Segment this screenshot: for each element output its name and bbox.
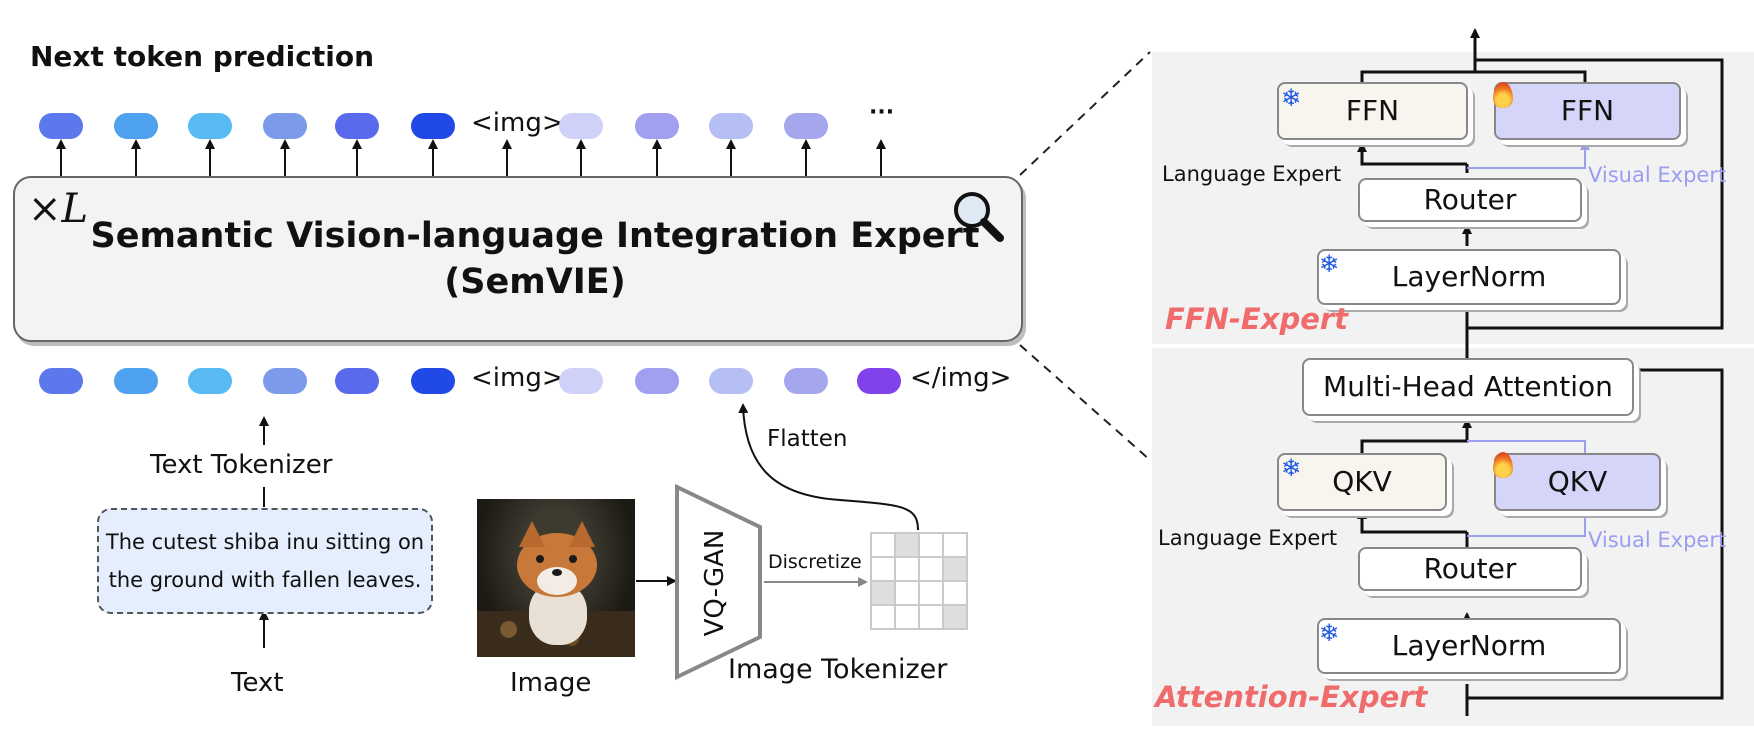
layernorm-label: LayerNorm — [1391, 260, 1547, 293]
output-token — [709, 113, 753, 139]
snowflake-icon: ❄ — [1319, 250, 1340, 278]
prompt-line1: The cutest shiba inu sitting on — [105, 530, 425, 554]
text-tokenizer-label: Text Tokenizer — [150, 450, 333, 480]
img-start-tag-output: <img> — [471, 108, 564, 138]
language-expert-label-ffn: Language Expert — [1162, 162, 1342, 186]
token-grid — [870, 532, 968, 630]
router-label: Router — [1423, 183, 1517, 216]
discretize-label: Discretize — [768, 551, 862, 573]
ffn-visual-expert: FFN — [1494, 82, 1681, 140]
snowflake-icon: ❄ — [1319, 619, 1340, 647]
repeat-label: ×L — [28, 186, 89, 232]
input-token — [335, 368, 379, 394]
image-label: Image — [510, 668, 592, 698]
layernorm-label: LayerNorm — [1391, 629, 1547, 662]
snowflake-icon: ❄ — [1281, 454, 1302, 482]
page-title: Next token prediction — [30, 40, 375, 73]
output-token — [114, 113, 158, 139]
output-token — [411, 113, 455, 139]
input-token — [559, 368, 603, 394]
shiba-image — [477, 499, 635, 657]
input-token — [784, 368, 828, 394]
ffn-label: FFN — [1560, 94, 1615, 127]
attention-expert-label: Attention-Expert — [1155, 680, 1428, 714]
input-token — [709, 368, 753, 394]
qkv-language-expert: QKV — [1277, 453, 1447, 511]
ffn-language-expert: FFN — [1277, 82, 1468, 140]
fire-icon — [1493, 82, 1513, 108]
visual-expert-label-ffn: Visual Expert — [1588, 163, 1727, 187]
output-token — [39, 113, 83, 139]
ffn-expert-label: FFN-Expert — [1165, 302, 1349, 336]
ellipsis: ··· — [869, 100, 895, 125]
snowflake-icon: ❄ — [1281, 84, 1302, 112]
end-token — [857, 368, 901, 394]
input-token — [114, 368, 158, 394]
qkv-visual-expert: QKV — [1494, 453, 1661, 511]
multi-head-attention: Multi-Head Attention — [1302, 358, 1634, 416]
visual-expert-label-attn: Visual Expert — [1588, 528, 1727, 552]
flatten-label: Flatten — [767, 426, 848, 452]
output-token — [263, 113, 307, 139]
qkv-label: QKV — [1547, 465, 1608, 498]
prompt-line2: the ground with fallen leaves. — [108, 568, 422, 592]
img-start-tag-input: <img> — [471, 363, 564, 393]
semvie-block — [13, 176, 1023, 342]
prompt-box — [97, 508, 433, 614]
fire-icon — [1493, 452, 1513, 478]
image-tokenizer-label: Image Tokenizer — [728, 654, 948, 685]
model-name-line1: Semantic Vision-language Integration Exp… — [90, 216, 980, 256]
output-token — [559, 113, 603, 139]
input-token — [635, 368, 679, 394]
output-token — [635, 113, 679, 139]
ffn-label: FFN — [1345, 94, 1400, 127]
vq-gan-label: VQ-GAN — [700, 529, 730, 637]
output-token — [188, 113, 232, 139]
model-name-line2: (SemVIE) — [444, 262, 626, 302]
layernorm-attn: LayerNorm — [1317, 618, 1621, 674]
input-token — [263, 368, 307, 394]
layernorm-ffn: LayerNorm — [1317, 249, 1621, 305]
mha-label: Multi-Head Attention — [1323, 370, 1613, 403]
router-ffn: Router — [1358, 178, 1582, 222]
magnifier-icon — [950, 188, 1006, 244]
output-token — [335, 113, 379, 139]
output-token — [784, 113, 828, 139]
qkv-label: QKV — [1332, 465, 1392, 498]
input-token — [188, 368, 232, 394]
img-end-tag: </img> — [910, 363, 1012, 393]
text-label: Text — [231, 668, 284, 698]
input-token — [411, 368, 455, 394]
router-attn: Router — [1358, 547, 1582, 591]
router-label: Router — [1423, 552, 1517, 585]
language-expert-label-attn: Language Expert — [1158, 526, 1338, 550]
input-token — [39, 368, 83, 394]
